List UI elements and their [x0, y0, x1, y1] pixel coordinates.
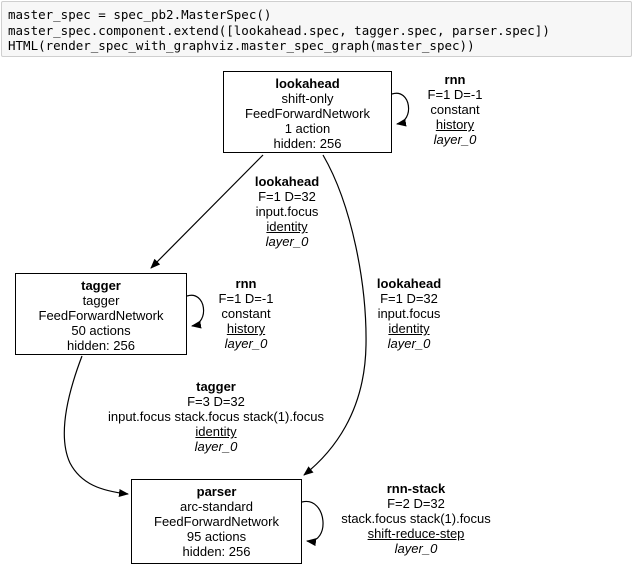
node-tagger: tagger tagger FeedForwardNetwork 50 acti… — [15, 273, 187, 355]
edge-label-line: F=2 D=32 — [387, 496, 445, 511]
edge-label-link[interactable]: shift-reduce-step — [367, 526, 465, 541]
node-line: FeedForwardNetwork — [245, 106, 370, 121]
edge-label-link[interactable]: history — [226, 321, 266, 336]
node-line: 1 action — [284, 121, 331, 136]
node-line: hidden: 256 — [182, 544, 251, 559]
node-line: 50 actions — [71, 323, 131, 338]
edge-label-rnn-stack-parser: rnn-stack F=2 D=32 stack.focus stack(1).… — [316, 481, 516, 556]
edge-label-lookahead-to-parser: lookahead F=1 D=32 input.focus identity … — [344, 276, 474, 351]
node-line: 95 actions — [186, 529, 247, 544]
edge-label-lookahead-to-tagger: lookahead F=1 D=32 input.focus identity … — [217, 174, 357, 249]
edge-label-line: constant — [221, 306, 271, 321]
edge-label-layer: layer_0 — [433, 132, 477, 147]
edge-label-link[interactable]: identity — [195, 424, 237, 439]
edge-label-line: F=1 D=32 — [258, 189, 316, 204]
edge-label-rnn-tagger: rnn F=1 D=-1 constant history layer_0 — [186, 276, 306, 351]
edge-label-link[interactable]: history — [435, 117, 475, 132]
edge-lookahead-to-tagger — [150, 154, 264, 269]
edge-label-title: tagger — [196, 379, 236, 394]
edge-label-title: lookahead — [376, 276, 442, 291]
edge-label-title: rnn — [235, 276, 257, 291]
notebook-code-cell[interactable]: master_spec = spec_pb2.MasterSpec()maste… — [1, 1, 632, 57]
edge-rnn-stack-parser-selfloop — [301, 501, 324, 547]
edge-label-link[interactable]: identity — [266, 219, 308, 234]
edge-label-layer: layer_0 — [194, 439, 238, 454]
node-line: FeedForwardNetwork — [38, 308, 164, 323]
edge-label-layer: layer_0 — [265, 234, 309, 249]
node-title: tagger — [81, 278, 121, 293]
edge-label-line: F=1 D=32 — [380, 291, 438, 306]
edge-label-line: input.focus — [377, 306, 441, 321]
edge-label-line: stack.focus stack(1).focus — [341, 511, 491, 526]
node-parser: parser arc-standard FeedForwardNetwork 9… — [131, 479, 302, 564]
edge-label-line: F=1 D=-1 — [427, 87, 483, 102]
edge-rnn-lookahead-selfloop — [391, 92, 410, 127]
node-title: lookahead — [275, 76, 340, 91]
edge-label-layer: layer_0 — [387, 336, 431, 351]
edge-label-layer: layer_0 — [224, 336, 268, 351]
edge-label-line: F=3 D=32 — [187, 394, 245, 409]
node-line: FeedForwardNetwork — [154, 514, 279, 529]
edge-label-layer: layer_0 — [394, 541, 438, 556]
edge-label-title: rnn — [444, 72, 466, 87]
edge-label-link[interactable]: identity — [388, 321, 430, 336]
node-line: hidden: 256 — [273, 136, 342, 151]
code-line[interactable]: master_spec = spec_pb2.MasterSpec() — [8, 7, 272, 22]
edge-lookahead-to-parser — [303, 154, 367, 476]
node-line: shift-only — [281, 91, 334, 106]
edge-label-line: F=1 D=-1 — [218, 291, 274, 306]
edge-label-tagger-to-parser: tagger F=3 D=32 input.focus stack.focus … — [76, 379, 356, 454]
edge-label-rnn-lookahead: rnn F=1 D=-1 constant history layer_0 — [395, 72, 515, 147]
edge-label-line: input.focus stack.focus stack(1).focus — [107, 409, 325, 424]
code-line[interactable]: master_spec.component.extend([lookahead.… — [8, 22, 550, 38]
edge-label-line: input.focus — [255, 204, 319, 219]
edge-label-title: rnn-stack — [386, 481, 446, 496]
node-line: arc-standard — [180, 499, 253, 514]
edge-label-title: lookahead — [254, 174, 320, 189]
edge-label-line: constant — [430, 102, 480, 117]
node-line: tagger — [82, 293, 120, 308]
edge-rnn-tagger-selfloop — [186, 294, 205, 329]
edge-tagger-to-parser — [63, 355, 129, 497]
node-lookahead: lookahead shift-only FeedForwardNetwork … — [223, 71, 392, 153]
code-line[interactable]: HTML(render_spec_with_graphviz.master_sp… — [8, 38, 475, 53]
node-line: hidden: 256 — [67, 338, 135, 353]
node-title: parser — [196, 484, 237, 499]
